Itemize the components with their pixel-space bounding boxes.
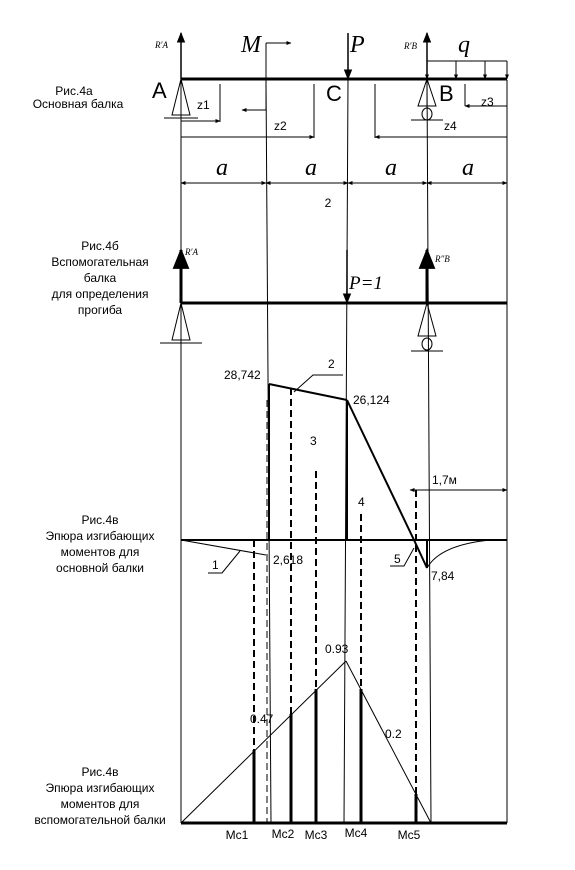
fig-v2-caption-2: Эпюра изгибающих xyxy=(46,781,155,795)
aux-moment-outline xyxy=(180,660,432,824)
main-beam-figure: Рис.4а Основная балка A C B R′A R′B M xyxy=(33,31,509,210)
mc2-label: Mc2 xyxy=(272,827,295,841)
dim-17-label: 1,7м xyxy=(432,473,457,487)
fig-v1-caption-4: основной балки xyxy=(56,561,144,575)
distributed-load-icon xyxy=(425,60,509,80)
fig-v2-caption-1: Рис.4в xyxy=(81,765,118,779)
label-1: 1 xyxy=(212,558,219,572)
aux-moment-diagram: Рис.4в Эпюра изгибающих моментов для всп… xyxy=(34,642,507,842)
unit-force-label: P=1 xyxy=(348,273,383,294)
fig-v1-caption-1: Рис.4в xyxy=(81,513,118,527)
fig-b-caption-3: балка xyxy=(84,271,117,285)
aux-moment-ordinates xyxy=(252,689,418,823)
z2-label: z2 xyxy=(274,119,287,133)
fig-b-caption-5: прогиба xyxy=(78,303,123,317)
value-784: 7,84 xyxy=(431,569,455,583)
aux-reaction-b-label: R″B xyxy=(434,254,450,264)
point-c-label: C xyxy=(326,81,342,106)
seg-a-3: a xyxy=(385,155,397,181)
reaction-b-label: R′B xyxy=(403,41,417,51)
fig-v2-caption-4: вспомогательной балки xyxy=(34,813,165,827)
z3-label: z3 xyxy=(481,95,494,109)
support-b-icon xyxy=(411,77,443,121)
fig-b-caption-2: Вспомогательная xyxy=(51,255,148,269)
guide-line-b xyxy=(426,79,432,824)
fig-v1-caption-3: моментов для xyxy=(61,545,140,559)
value-2618: 2,618 xyxy=(273,553,303,567)
value-26124: 26,124 xyxy=(353,393,390,407)
label-5: 5 xyxy=(394,552,401,566)
label-leaders xyxy=(208,374,415,574)
z-coordinates xyxy=(181,84,507,139)
aux-support-a-icon xyxy=(160,302,202,344)
z1-label: z1 xyxy=(197,98,210,112)
fig-b-caption-1: Рис.4б xyxy=(81,239,119,253)
label-2: 2 xyxy=(328,357,335,371)
main-moment-outline xyxy=(180,383,491,569)
main-moment-diagram: Рис.4в Эпюра изгибающих моментов для осн… xyxy=(46,357,508,823)
value-093: 0.93 xyxy=(325,642,349,656)
aux-support-b-icon xyxy=(411,301,443,352)
fig-a-caption-1: Рис.4а xyxy=(55,84,93,98)
fig-a-caption-2: Основная балка xyxy=(33,97,124,111)
reaction-a-label: R′A xyxy=(154,40,168,50)
mc4-label: Mc4 xyxy=(345,826,368,840)
value-047: 0.47 xyxy=(250,712,274,726)
mc5-label: Mc5 xyxy=(398,828,421,842)
vertical-guide-lines xyxy=(180,79,508,824)
seg-a-1: a xyxy=(216,155,228,181)
point-a-label: A xyxy=(152,78,167,103)
aux-reaction-a-label: R′A xyxy=(184,247,198,257)
z4-label: z4 xyxy=(444,119,457,133)
section-mark: 2 xyxy=(325,196,332,210)
mc3-label: Mc3 xyxy=(305,828,328,842)
load-q-label: q xyxy=(458,32,470,58)
value-02: 0.2 xyxy=(385,727,402,741)
value-28742: 28,742 xyxy=(224,368,261,382)
fig-b-caption-4: для определения xyxy=(52,287,149,301)
aux-beam-figure: Рис.4б Вспомогательная балка для определ… xyxy=(51,239,507,352)
moment-m-label: M xyxy=(240,32,263,58)
mc1-label: Mc1 xyxy=(226,828,249,842)
force-p-label: P xyxy=(349,32,365,58)
support-a-icon xyxy=(164,78,198,119)
seg-a-4: a xyxy=(462,155,474,181)
label-3: 3 xyxy=(310,434,317,448)
main-moment-dashed xyxy=(253,388,417,823)
fig-v2-caption-3: моментов для xyxy=(61,797,140,811)
seg-a-2: a xyxy=(305,155,317,181)
fig-v1-caption-2: Эпюра изгибающих xyxy=(46,529,155,543)
point-b-label: B xyxy=(439,81,454,106)
label-4: 4 xyxy=(358,495,365,509)
